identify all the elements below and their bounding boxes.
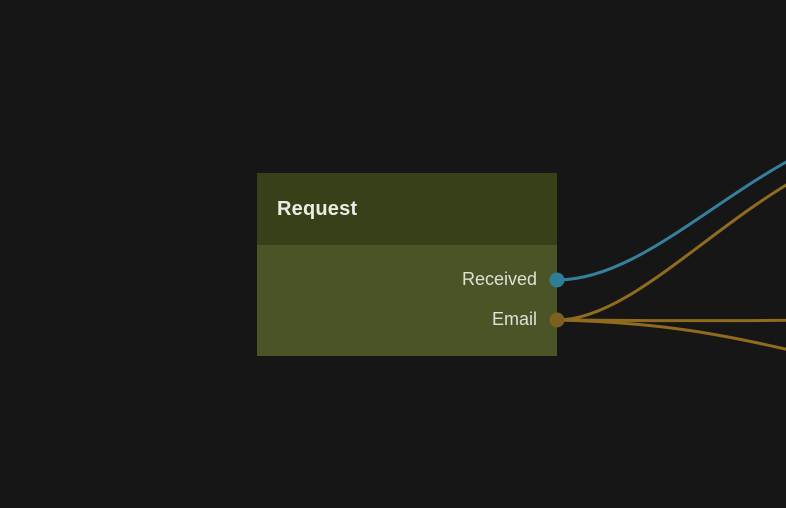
node-request[interactable]: Request Received Email: [257, 173, 557, 356]
output-label-email: Email: [491, 308, 537, 329]
output-port-received[interactable]: [549, 272, 565, 288]
output-row-email: Email: [257, 299, 557, 339]
output-row-received: Received: [257, 259, 557, 299]
wire-received-out[interactable]: [555, 120, 786, 282]
wire-email-out-middle[interactable]: [555, 314, 786, 323]
node-title: Request: [277, 197, 358, 220]
node-header[interactable]: Request: [257, 173, 557, 245]
node-body: Received Email: [257, 245, 557, 356]
output-port-email[interactable]: [549, 312, 565, 328]
output-label-received: Received: [461, 268, 537, 289]
wire-email-out-upper[interactable]: [555, 140, 786, 322]
wire-email-out-lower[interactable]: [555, 318, 786, 365]
